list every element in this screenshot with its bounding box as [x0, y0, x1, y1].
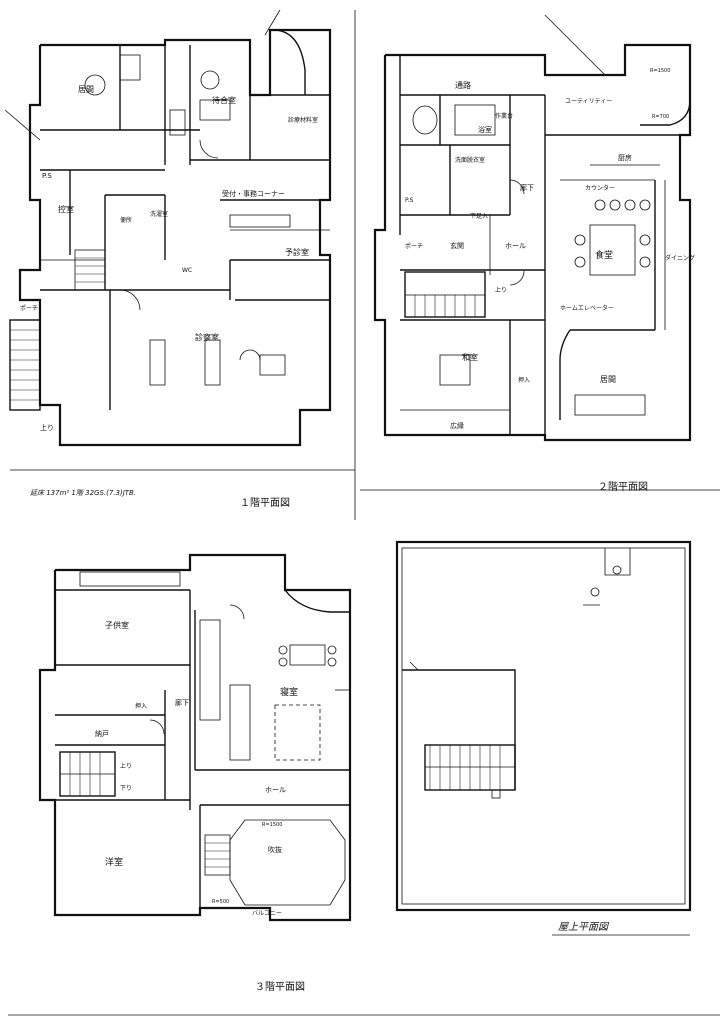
- roof-plan: 屋上平面図: [395, 540, 692, 936]
- f3-storage: 納戸: [95, 729, 109, 738]
- f3-stair-up: 上り: [120, 762, 132, 770]
- f3-radius-500: R=500: [212, 899, 229, 905]
- floor1-stairs: [9, 249, 106, 411]
- f2-kitchen: 厨房: [618, 153, 632, 162]
- floor2-plan: [373, 14, 692, 442]
- f3-closet: 押入: [135, 702, 147, 710]
- f2-dining: 食堂: [595, 249, 613, 261]
- f2-dining-side: ダイニング: [665, 254, 695, 262]
- f2-utility: ユーティリティー: [565, 98, 612, 105]
- f1-caption: １階平面図: [240, 497, 290, 509]
- f1-room-wc: WC: [182, 267, 192, 274]
- f2-entrance: 玄関: [450, 241, 464, 250]
- f1-room-toilet: 便所: [120, 216, 132, 224]
- f1-stair-up: 上り: [40, 423, 54, 432]
- f2-counter: カウンター: [585, 184, 615, 192]
- f3-balcony: バルコニー: [252, 910, 282, 917]
- f3-corridor: 廊下: [175, 698, 189, 707]
- floor1-plan: [4, 9, 332, 447]
- floor3-labels: 子供室 寝室 洋室 納戸 押入 廊下 ホール 吹抜 バルコニー 上り 下り R=…: [95, 620, 305, 993]
- f2-radius-700: R=700: [652, 114, 669, 120]
- f3-stair-down: 下り: [120, 785, 132, 792]
- f1-room-living: 居間: [78, 85, 94, 94]
- f2-living: 居間: [600, 375, 616, 384]
- floor2-labels: 通路 ユーティリティー 作業台 浴室 洗面脱衣室 P.S 廊下 玄関 ホール 食…: [405, 68, 695, 493]
- floor3-stairs: [59, 751, 231, 876]
- f2-washitsu: 和室: [462, 352, 478, 362]
- f2-washroom: 洗面脱衣室: [455, 156, 485, 164]
- sheet-frame: [8, 10, 720, 1016]
- roof-caption: 屋上平面図: [558, 921, 610, 933]
- f1-porch: ポーチ: [20, 304, 38, 312]
- f1-room-laundry: 洗濯室: [150, 210, 168, 218]
- f2-shoe-box: 下足入: [470, 213, 488, 220]
- f3-caption: ３階平面図: [255, 981, 305, 993]
- floor3-plan: [38, 553, 352, 922]
- f3-kids-room: 子供室: [105, 620, 129, 630]
- f1-room-exam: 診察室: [195, 332, 219, 342]
- f2-hall: ホール: [505, 242, 526, 250]
- f2-corridor: 通路: [455, 80, 471, 90]
- f2-closet: 押入: [518, 376, 530, 384]
- f2-workbench: 作業台: [495, 112, 513, 120]
- f1-room-waiting: 待合室: [212, 95, 236, 105]
- f2-caption: ２階平面図: [598, 481, 648, 493]
- floor2-stairs: [404, 271, 486, 318]
- f2-hall-corridor: 廊下: [520, 183, 534, 192]
- f1-room-waiting-small: 控室: [58, 204, 74, 214]
- f1-room-reception: 受付・事務コーナー: [222, 189, 285, 198]
- f2-home-elevator: ホームエレベーター: [560, 304, 614, 312]
- f3-void: 吹抜: [268, 845, 282, 854]
- f3-hall: ホール: [265, 786, 286, 794]
- f2-veranda: 広縁: [450, 421, 464, 430]
- f2-radius-1500: R=1500: [650, 68, 670, 74]
- f2-porch: ポーチ: [405, 242, 423, 250]
- f1-room-prelim: 予診室: [285, 247, 309, 257]
- f2-ps: P.S: [405, 197, 414, 204]
- f2-stair-up: 上り: [495, 286, 507, 294]
- floor1-labels: 居間 P.S 控室 待合室 診察室 予診室 受付・事務コーナー 洗濯室 診療材料…: [20, 85, 318, 509]
- f3-radius-1500: R=1500: [262, 822, 282, 828]
- f3-bedroom: 寝室: [280, 686, 298, 698]
- f1-area-note: 延床 137m² 1階 32GS.(7.3)JTB.: [30, 489, 136, 497]
- f3-western-room: 洋室: [105, 856, 123, 868]
- f1-room-ps: P.S: [42, 172, 52, 180]
- f2-bath: 浴室: [478, 125, 492, 134]
- f1-room-supplies: 診療材料室: [288, 116, 318, 124]
